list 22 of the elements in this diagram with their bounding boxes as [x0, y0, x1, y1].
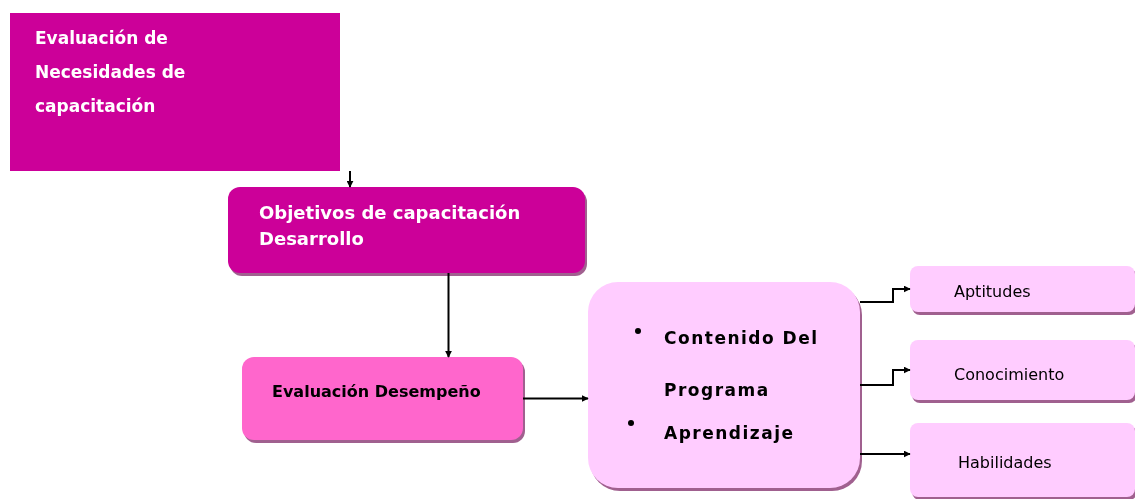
arrow	[522, 395, 589, 402]
rounded-box	[910, 340, 1135, 400]
arrow	[346, 170, 354, 188]
box-text: Objetivos de capacitación	[259, 201, 522, 225]
rounded-box	[242, 357, 523, 440]
box-text: Aprendizaje	[664, 422, 796, 444]
box-text: Evaluación Desempeño	[272, 382, 482, 402]
arrow	[859, 366, 911, 386]
process-box	[228, 187, 585, 273]
rounded-box	[910, 266, 1135, 312]
box-text: Contenido Del Programa	[664, 327, 820, 402]
box-text: Desarrollo	[259, 227, 365, 251]
rounded-box	[588, 282, 860, 488]
arrow	[859, 450, 911, 458]
box-text: Conocimiento	[954, 365, 1066, 385]
box-text: Evaluación de Necesidades de capacitación	[35, 27, 187, 118]
arrow	[445, 272, 452, 358]
box-text: Aptitudes	[954, 282, 1032, 302]
process-box	[10, 13, 340, 171]
arrow	[859, 285, 911, 303]
box-text: Habilidades	[958, 453, 1053, 473]
rounded-box	[910, 423, 1135, 497]
